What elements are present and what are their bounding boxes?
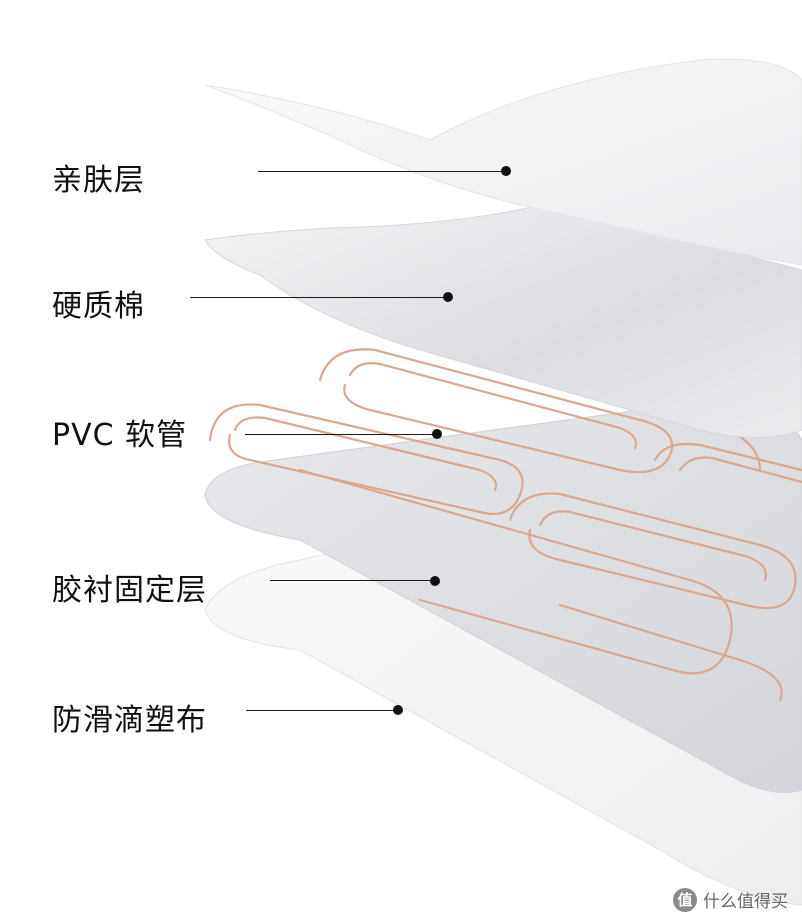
watermark-text: 什么值得买 bbox=[703, 892, 788, 912]
watermark-logo-icon: 值 bbox=[673, 887, 697, 912]
leader-dot-skin bbox=[501, 166, 511, 176]
leader-line-adhesive bbox=[270, 580, 434, 581]
watermark: 值 什么值得买 bbox=[673, 887, 788, 912]
leader-dot-antislip bbox=[393, 705, 403, 715]
pvc-tube-coil-8 bbox=[653, 442, 802, 472]
leader-dot-cotton bbox=[443, 292, 453, 302]
layer-label-antislip: 防滑滴塑布 bbox=[52, 703, 207, 738]
pvc-tube-coil-4 bbox=[348, 362, 638, 450]
leader-line-cotton bbox=[190, 297, 448, 298]
layer-label-adhesive: 胶衬固定层 bbox=[52, 573, 207, 608]
leader-line-antislip bbox=[246, 710, 398, 711]
leader-line-pvc bbox=[245, 434, 437, 435]
pvc-tube-coil-11 bbox=[558, 603, 783, 702]
skin-layer-shape bbox=[204, 58, 802, 266]
pvc-tube-coil-2 bbox=[233, 416, 498, 492]
layer-label-cotton: 硬质棉 bbox=[52, 289, 145, 324]
leader-dot-pvc bbox=[432, 429, 442, 439]
pvc-tube-coil-1 bbox=[208, 403, 524, 516]
layer-label-skin: 亲肤层 bbox=[52, 163, 145, 198]
pvc-tube-coil-9 bbox=[678, 456, 802, 484]
pvc-tube-coil-6 bbox=[508, 492, 797, 610]
pvc-tube-coil-7 bbox=[538, 510, 767, 582]
leader-dot-adhesive bbox=[430, 576, 440, 586]
pvc-tube-coil-10 bbox=[298, 468, 733, 675]
pvc-tube-coil-3 bbox=[318, 348, 673, 474]
pvc-tube-coils bbox=[208, 348, 802, 702]
layer-label-pvc: PVC 软管 bbox=[52, 418, 188, 453]
leader-line-skin bbox=[258, 171, 506, 172]
